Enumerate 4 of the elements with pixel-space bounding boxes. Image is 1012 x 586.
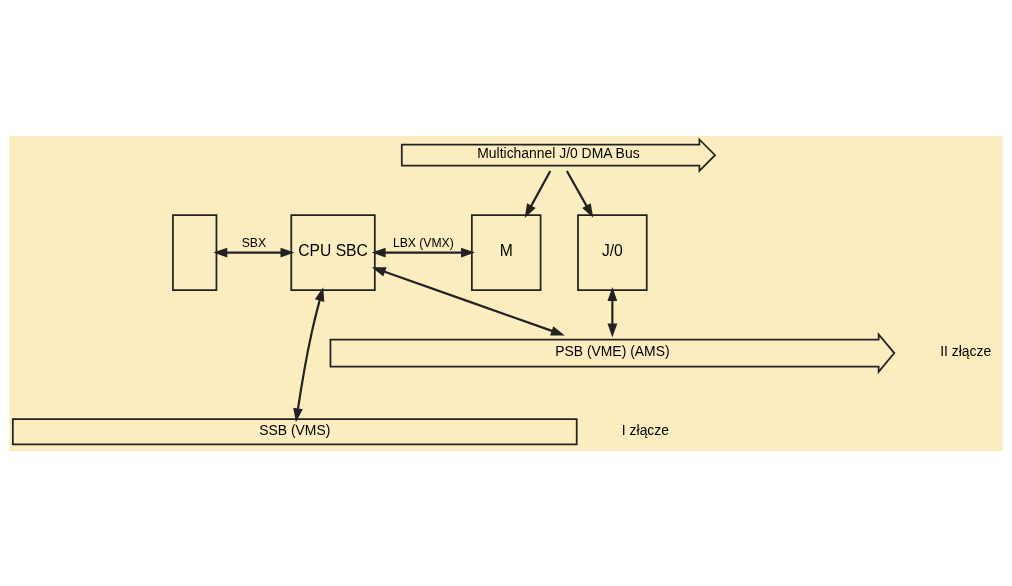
- label: II złącze: [940, 342, 992, 359]
- label: I złącze: [621, 421, 670, 438]
- edge-label: LBX (VMX): [392, 235, 454, 250]
- edge-label: SBX: [241, 235, 267, 250]
